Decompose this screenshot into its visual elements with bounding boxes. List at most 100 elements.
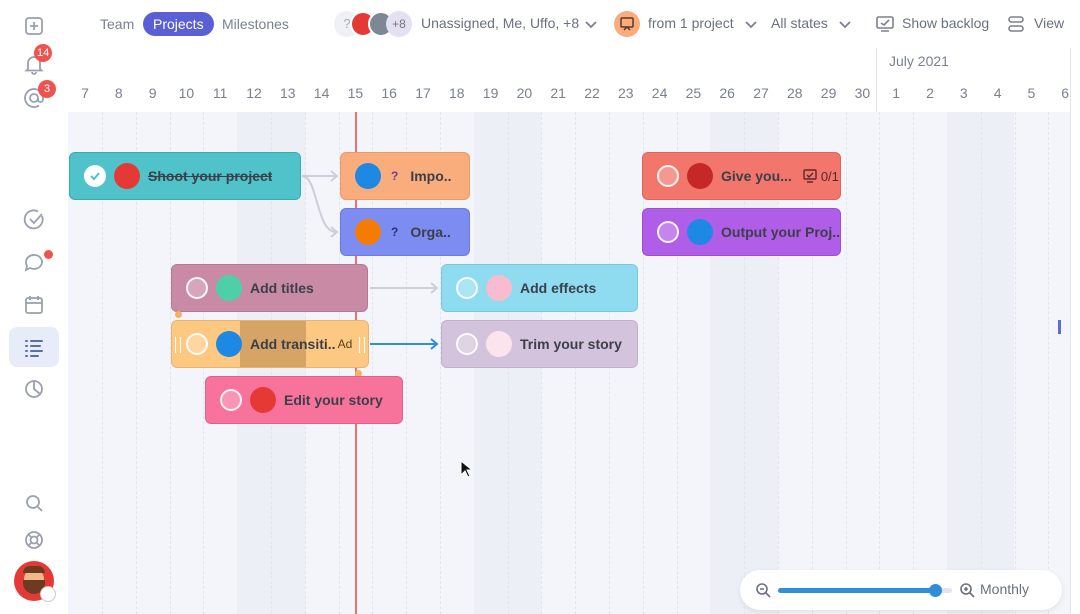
chevron-down-icon[interactable] <box>744 17 758 31</box>
task-impo[interactable]: ? Impo.. <box>340 152 470 200</box>
day-label: 3 <box>959 85 968 101</box>
day-label: 21 <box>550 85 566 101</box>
day-label: 5 <box>1027 85 1036 101</box>
my-tasks-icon[interactable] <box>14 200 54 240</box>
day-label: 22 <box>584 85 600 101</box>
day-label: 16 <box>381 85 397 101</box>
tab-milestones[interactable]: Milestones <box>222 16 289 32</box>
task-orga[interactable]: ? Orga.. <box>340 208 470 256</box>
task-label: Add transiti.. <box>250 336 336 352</box>
complete-checkbox[interactable] <box>657 221 679 243</box>
complete-checkbox[interactable] <box>456 277 478 299</box>
user-avatar[interactable] <box>14 561 54 601</box>
assignee-avatars[interactable]: ? +8 <box>334 11 414 37</box>
day-label: 15 <box>347 85 364 101</box>
task-label: Output your Proj.. <box>721 224 840 240</box>
top-bar: Team Projects Milestones ? +8 Unassigned… <box>68 0 1080 48</box>
more-assignees-count: +8 <box>386 11 412 37</box>
zoom-control: Monthly <box>740 570 1062 610</box>
backlog-icon[interactable] <box>875 14 895 34</box>
assignee-filter-label[interactable]: Unassigned, Me, Uffo, +8 <box>421 15 580 31</box>
help-icon[interactable] <box>14 520 54 560</box>
subtasks-count: 0/1 <box>820 168 839 184</box>
right-panel-edge <box>1070 48 1080 614</box>
day-label: 29 <box>820 85 837 101</box>
day-label: 1 <box>892 85 901 101</box>
avatar <box>486 275 512 301</box>
timeline-icon[interactable] <box>9 327 59 367</box>
task-trim-your-story[interactable]: Trim your story <box>441 320 638 368</box>
timeline-header <box>68 48 1080 112</box>
bell-icon[interactable]: 14 <box>14 44 54 84</box>
day-label: 2 <box>926 85 934 101</box>
resize-handle-left[interactable] <box>175 337 181 353</box>
task-add-effects[interactable]: Add effects <box>441 264 638 312</box>
zoom-out-icon[interactable] <box>754 581 772 599</box>
zoom-mode-label[interactable]: Monthly <box>980 581 1030 597</box>
reports-icon[interactable] <box>14 369 54 409</box>
task-edit-your-story[interactable]: Edit your story <box>205 376 403 424</box>
view-icon[interactable] <box>1006 14 1026 34</box>
task-shoot-your-project[interactable]: Shoot your project <box>69 152 301 200</box>
chat-unread-dot <box>44 250 53 259</box>
chevron-down-icon[interactable] <box>838 17 852 31</box>
state-filter-label[interactable]: All states <box>771 15 828 31</box>
grid-column-line <box>879 112 881 614</box>
task-label: Add effects <box>520 280 597 296</box>
day-label: 13 <box>280 85 296 101</box>
unknown-assignee-icon: ? <box>391 225 399 239</box>
view-button[interactable]: View <box>1034 15 1065 31</box>
day-label: 8 <box>114 85 123 101</box>
day-label: 20 <box>516 85 533 101</box>
complete-checkbox[interactable] <box>657 165 679 187</box>
day-label: 25 <box>685 85 702 101</box>
mouse-cursor-icon <box>460 460 472 478</box>
grid-column-line <box>372 112 374 614</box>
project-filter-label[interactable]: from 1 project <box>648 15 734 31</box>
scroll-indicator[interactable] <box>1058 320 1061 334</box>
calendar-icon[interactable] <box>14 285 54 325</box>
complete-checkbox[interactable] <box>220 389 242 411</box>
tab-team[interactable]: Team <box>100 16 135 32</box>
chevron-down-icon[interactable] <box>584 17 598 31</box>
connector-dot[interactable] <box>175 311 182 318</box>
day-label: 6 <box>1061 85 1070 101</box>
day-label: 26 <box>719 85 735 101</box>
day-label: 12 <box>246 85 262 101</box>
mentions-badge: 3 <box>38 80 56 98</box>
project-icon <box>614 11 640 37</box>
task-output-your-project[interactable]: Output your Proj.. <box>642 208 841 256</box>
grid-column-line <box>676 112 678 614</box>
search-icon[interactable] <box>14 483 54 523</box>
complete-checkbox[interactable] <box>186 333 208 355</box>
grid-column-line <box>913 112 915 614</box>
notifications-badge: 14 <box>34 44 53 62</box>
chat-icon[interactable] <box>14 242 54 282</box>
new-task-icon[interactable] <box>14 6 54 46</box>
task-give-you[interactable]: Give you... 0/1 <box>642 152 841 200</box>
day-label: 4 <box>993 85 1002 101</box>
day-label: 17 <box>415 85 431 101</box>
month-divider <box>876 48 877 112</box>
avatar <box>114 163 140 189</box>
completed-check-icon[interactable] <box>84 165 106 187</box>
day-label: 10 <box>178 85 195 101</box>
zoom-slider-track[interactable] <box>778 584 952 597</box>
show-backlog-button[interactable]: Show backlog <box>902 15 990 31</box>
sidebar: 14 3 <box>0 0 68 614</box>
grid-column-line <box>406 112 408 614</box>
complete-checkbox[interactable] <box>186 277 208 299</box>
resize-handle-right[interactable] <box>359 337 365 353</box>
grid-column-line <box>845 112 847 614</box>
grid-column-line <box>135 112 137 614</box>
connector-dot[interactable] <box>355 370 362 377</box>
mention-icon[interactable]: 3 <box>14 78 56 118</box>
zoom-in-icon[interactable] <box>958 581 976 599</box>
task-add-transitions[interactable]: Add transiti.. Ad <box>171 320 369 368</box>
task-add-titles[interactable]: Add titles <box>171 264 368 312</box>
grid-column-line <box>1014 112 1016 614</box>
day-label: 27 <box>753 85 769 101</box>
complete-checkbox[interactable] <box>456 333 478 355</box>
tab-projects[interactable]: Projects <box>143 12 214 36</box>
zoom-slider-handle[interactable] <box>928 584 942 597</box>
